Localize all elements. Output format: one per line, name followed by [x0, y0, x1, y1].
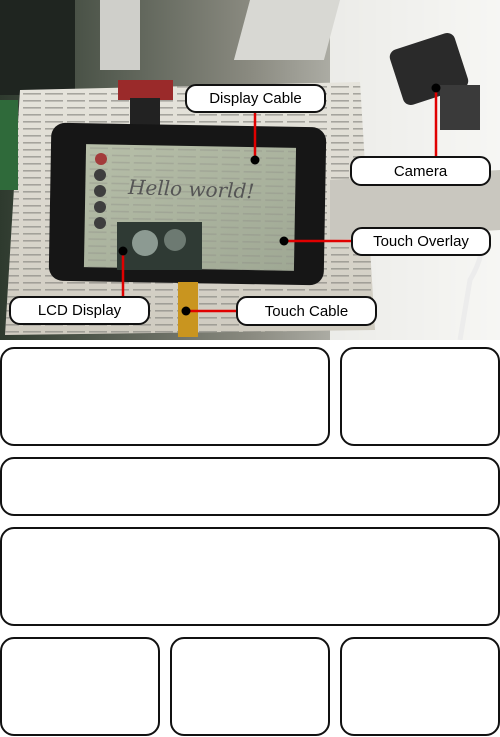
- callout-touch-cable: Touch Cable: [236, 296, 377, 326]
- ribbon-strip: [100, 0, 140, 70]
- panel-3: [0, 457, 500, 516]
- panel-1: [0, 347, 330, 446]
- toolbar-icon-2: [94, 185, 106, 197]
- handwriting: Hello world!: [127, 175, 255, 203]
- camera-preview: [117, 222, 202, 270]
- leader-lines: [118, 83, 441, 316]
- toolbar-icon-3: [94, 201, 106, 213]
- dot-camera: [431, 83, 441, 93]
- callout-camera: Camera: [350, 156, 491, 186]
- toolbar-icon-1: [94, 169, 106, 181]
- panel-7: [340, 637, 500, 736]
- callout-lcd-display: LCD Display: [9, 296, 150, 325]
- callout-display-cable: Display Cable: [185, 84, 326, 113]
- pcb-edge: [0, 100, 18, 190]
- panel-6: [170, 637, 330, 736]
- dot-lcd-display: [118, 246, 128, 256]
- panel-2: [340, 347, 500, 446]
- camera-mount: [440, 85, 480, 130]
- camera-preview-shape-2: [164, 229, 186, 251]
- frame-shadow: [0, 0, 75, 95]
- panel-4: [0, 527, 500, 626]
- dot-touch-cable: [181, 306, 191, 316]
- table-edge: [330, 170, 500, 240]
- display-cable-connector: [118, 80, 173, 100]
- ribbon-strip-2: [233, 0, 340, 60]
- dot-display-cable: [250, 155, 260, 165]
- toolbar-icon-red: [95, 153, 107, 165]
- callout-touch-overlay: Touch Overlay: [351, 227, 491, 256]
- toolbar-icon-4: [94, 217, 106, 229]
- dot-touch-overlay: [279, 236, 289, 246]
- camera-preview-shape: [132, 230, 158, 256]
- panel-5: [0, 637, 160, 736]
- display-cable-ribbon: [130, 98, 160, 128]
